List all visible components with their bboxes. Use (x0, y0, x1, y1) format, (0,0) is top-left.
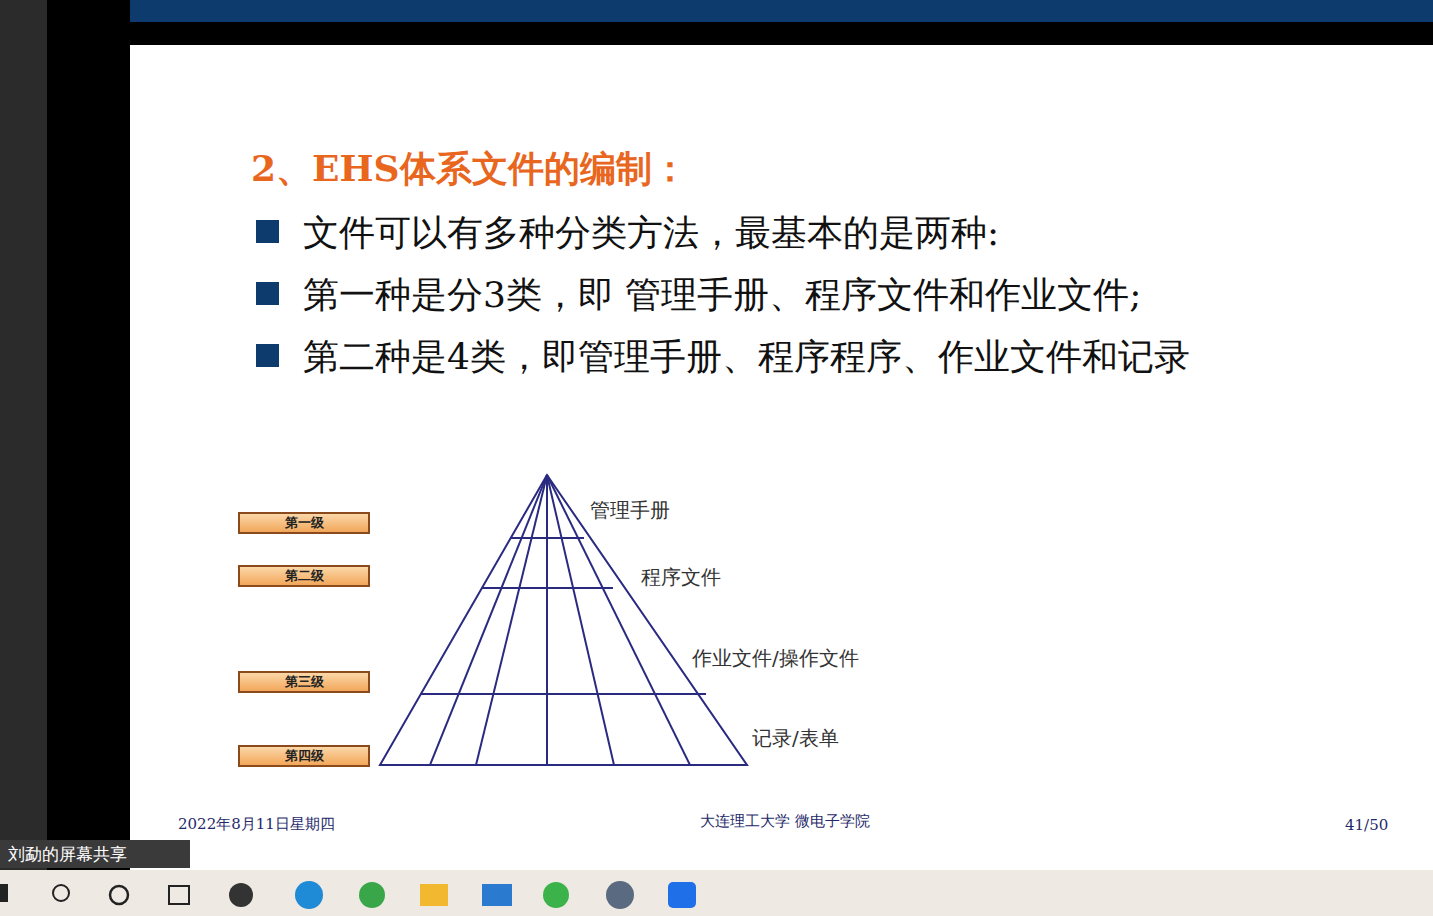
level-text: 第四级 (285, 747, 324, 765)
edge-icon (295, 881, 323, 909)
title-text: 2、EHS体系文件的编制： (251, 147, 688, 189)
folder-icon (420, 884, 448, 906)
bullet-square (256, 344, 279, 367)
level-box: 第四级 (238, 745, 370, 767)
label-text: 2022年8月11日星期四 (178, 815, 335, 833)
bullet-square (256, 282, 279, 305)
share-label: 刘勐的屏幕共享 (8, 843, 127, 866)
bullet-text: 文件可以有多种分类方法，最基本的是两种: (303, 209, 999, 258)
label-text: 文件可以有多种分类方法，最基本的是两种: (303, 212, 999, 253)
bullet-text: 第一种是分3类，即 管理手册、程序文件和作业文件; (303, 271, 1141, 320)
footer-org: 大连理工大学 微电子学院 (700, 812, 870, 831)
start-icon (0, 884, 8, 902)
label-text: 管理手册 (590, 498, 670, 522)
level-box: 第三级 (238, 671, 370, 693)
title-banner (130, 0, 1433, 22)
label-text: 作业文件/操作文件 (692, 646, 859, 670)
level-label: 记录/表单 (752, 725, 839, 752)
level-box: 第二级 (238, 565, 370, 587)
level-text: 第三级 (285, 673, 324, 691)
slide-title: 2、EHS体系文件的编制： (251, 145, 688, 194)
page-number: 41/50 (1345, 816, 1388, 834)
label-text: 程序文件 (641, 565, 721, 589)
taskview-icon (169, 886, 189, 904)
label-text: 记录/表单 (752, 726, 839, 750)
level-text: 第二级 (285, 567, 324, 585)
level-label: 作业文件/操作文件 (692, 645, 859, 672)
bullet-text: 第二种是4类，即管理手册、程序程序、作业文件和记录 (303, 333, 1190, 382)
mail-icon (482, 884, 512, 906)
level-label: 程序文件 (641, 564, 721, 591)
label-text: 刘勐的屏幕共享 (8, 844, 127, 864)
browser-icon (359, 882, 385, 908)
side-strip (0, 0, 47, 870)
slide (130, 45, 1433, 870)
share-badge (0, 840, 190, 868)
label-text: 第一种是分3类，即 管理手册、程序文件和作业文件; (303, 274, 1141, 315)
taskbar (0, 870, 1433, 916)
footer-date: 2022年8月11日星期四 (178, 815, 335, 834)
level-text: 第一级 (285, 514, 324, 532)
globe-icon (606, 881, 634, 909)
pyramid (380, 475, 747, 765)
label-text: 大连理工大学 微电子学院 (700, 812, 870, 830)
level-label: 管理手册 (590, 497, 670, 524)
app-icon (229, 883, 253, 907)
label-text: 第二种是4类，即管理手册、程序程序、作业文件和记录 (303, 336, 1190, 377)
label-text: 41/50 (1345, 816, 1388, 834)
bullet-square (256, 220, 279, 243)
meeting-icon (668, 882, 696, 908)
search-icon (53, 885, 69, 901)
level-box: 第一级 (238, 512, 370, 534)
wechat-icon (543, 882, 569, 908)
cortana-icon (110, 886, 128, 904)
